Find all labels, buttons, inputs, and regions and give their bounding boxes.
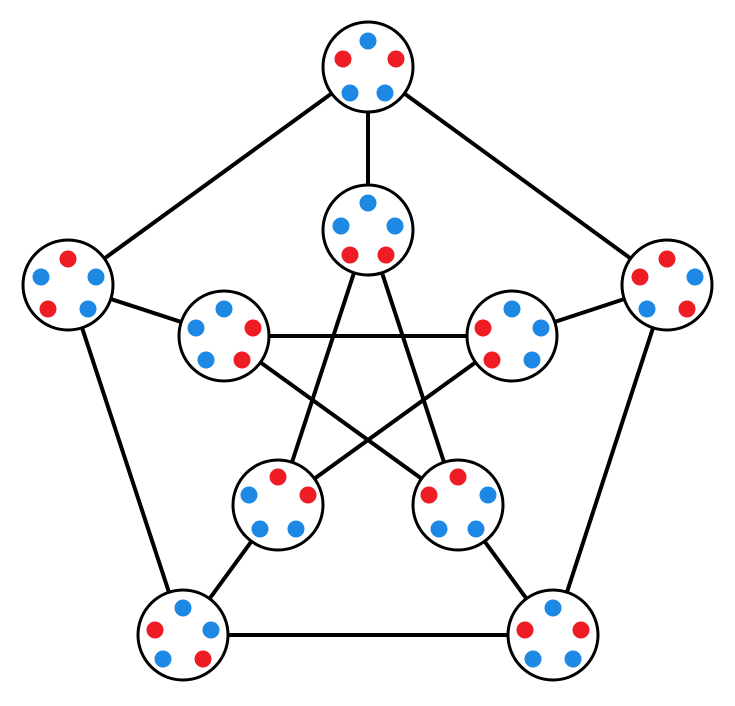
node-inner-right (465, 289, 559, 383)
node-inner-top (321, 183, 415, 277)
red-dot (59, 250, 77, 268)
blue-dot (544, 599, 562, 617)
edge-outer-top-to-outer-left (66, 65, 370, 287)
node-outer-top (321, 20, 415, 114)
red-dot (658, 250, 676, 268)
blue-dot (503, 300, 521, 318)
red-dot (387, 50, 405, 68)
node-inner-bottom-right (411, 458, 505, 552)
blue-dot (332, 217, 350, 235)
blue-dot (479, 486, 497, 504)
blue-dot (341, 84, 359, 102)
edge-outer-right-to-outer-bottom-right (551, 283, 669, 637)
blue-dot (532, 319, 550, 337)
edge-outer-top-to-outer-right (366, 65, 669, 287)
blue-dot (467, 520, 485, 538)
red-dot (449, 468, 467, 486)
blue-dot (686, 268, 704, 286)
blue-dot (430, 520, 448, 538)
red-dot (299, 486, 317, 504)
nodes-layer (21, 20, 714, 682)
red-dot (474, 319, 492, 337)
blue-dot (32, 268, 50, 286)
red-dot (377, 246, 395, 264)
red-dot (341, 246, 359, 264)
red-dot (420, 486, 438, 504)
node-outer-left (21, 238, 115, 332)
red-dot (269, 468, 287, 486)
red-dot (39, 300, 57, 318)
blue-dot (564, 650, 582, 668)
blue-dot (359, 32, 377, 50)
blue-dot (79, 300, 97, 318)
blue-dot (197, 351, 215, 369)
blue-dot (154, 650, 172, 668)
edges-layer (66, 65, 669, 637)
red-dot (146, 621, 164, 639)
blue-dot (215, 300, 233, 318)
edge-inner-right-to-inner-bottom-left (276, 334, 514, 507)
node-outer-bottom-left (136, 588, 230, 682)
red-dot (678, 300, 696, 318)
blue-dot (359, 194, 377, 212)
red-dot (572, 621, 590, 639)
edge-outer-left-to-outer-bottom-left (66, 283, 185, 637)
node-outer-bottom-right (506, 588, 600, 682)
red-dot (631, 268, 649, 286)
blue-dot (287, 520, 305, 538)
red-dot (233, 351, 251, 369)
edge-inner-top-to-inner-bottom-right (366, 228, 460, 507)
red-dot (334, 50, 352, 68)
blue-dot (187, 319, 205, 337)
red-dot (244, 319, 262, 337)
blue-dot (174, 599, 192, 617)
node-outer-right (620, 238, 714, 332)
edge-inner-top-to-inner-bottom-left (276, 228, 370, 507)
blue-dot (638, 300, 656, 318)
blue-dot (251, 520, 269, 538)
blue-dot (523, 351, 541, 369)
node-inner-left (177, 289, 271, 383)
edge-inner-left-to-inner-bottom-right (222, 334, 460, 507)
red-dot (483, 351, 501, 369)
node-inner-bottom-left (231, 458, 325, 552)
blue-dot (202, 621, 220, 639)
blue-dot (240, 486, 258, 504)
blue-dot (524, 650, 542, 668)
blue-dot (386, 217, 404, 235)
red-dot (516, 621, 534, 639)
red-dot (194, 650, 212, 668)
blue-dot (376, 84, 394, 102)
blue-dot (87, 268, 105, 286)
